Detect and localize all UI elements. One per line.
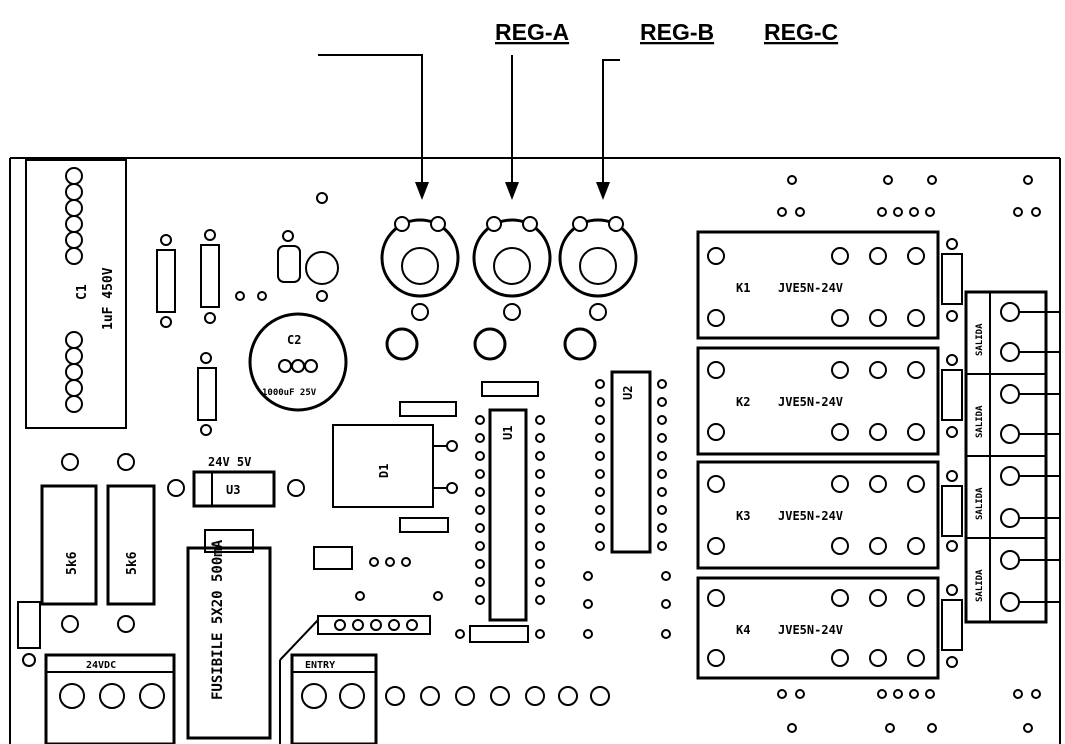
c2-value: 1000uF 25V	[262, 388, 317, 398]
c1-label: C1	[75, 284, 90, 300]
potentiometer-reg-a	[380, 216, 460, 361]
d1-regulator: D1	[332, 424, 458, 508]
relay-k3-label: K3	[736, 509, 750, 523]
c2-capacitor: C2 1000uF 25V	[197, 312, 348, 436]
reg-c-label: REG-C	[764, 19, 838, 45]
board-outline	[9, 157, 1061, 744]
u2-label: U2	[621, 386, 635, 400]
terminal-tag-4: SALIDA	[975, 569, 985, 602]
relay-k3-part: JVE5N-24V	[778, 509, 843, 523]
d1-label: D1	[377, 464, 391, 478]
c1-capacitor: C1 1uF 450V	[25, 159, 127, 429]
u1-ic: U1	[455, 408, 545, 643]
potentiometer-reg-c	[558, 216, 638, 361]
terminal-tag-1: SALIDA	[975, 323, 985, 356]
reg-b-label: REG-B	[640, 19, 714, 45]
relay-k3: K3 JVE5N-24V	[696, 460, 940, 570]
relay-k2-part: JVE5N-24V	[778, 395, 843, 409]
reg-a-label: REG-A	[495, 19, 569, 45]
pointer-arrows	[318, 54, 620, 200]
terminal-24vdc-label: 24VDC	[86, 660, 116, 671]
top-right-pads	[777, 175, 1041, 733]
r1-label: 5k6	[65, 551, 80, 575]
output-terminals: SALIDA SALIDA SALIDA SALIDA	[964, 290, 1060, 624]
relay-k4-label: K4	[736, 623, 750, 637]
terminal-entry-label: ENTRY	[305, 660, 335, 671]
fuse-holder: FUSIBILE 5X20 500mA	[186, 529, 272, 740]
c2-label: C2	[287, 333, 301, 347]
u3-label: U3	[226, 483, 240, 497]
relay-k1-part: JVE5N-24V	[778, 281, 843, 295]
relay-k2-label: K2	[736, 395, 750, 409]
resistors-5k6: 5k6 5k6	[17, 453, 156, 667]
fuse-label: FUSIBILE 5X20 500mA	[210, 539, 226, 700]
relay-k1-label: K1	[736, 281, 750, 295]
u3-regulator: 24V 5V U3	[167, 455, 305, 508]
relay-k4-part: JVE5N-24V	[778, 623, 843, 637]
c1-value: 1uF 450V	[101, 267, 116, 330]
relay-diodes	[941, 238, 963, 668]
header-strips	[279, 381, 539, 744]
d1-voltage-labels: 24V 5V	[208, 455, 251, 469]
terminal-tag-3: SALIDA	[975, 487, 985, 520]
r2-label: 5k6	[125, 551, 140, 575]
u1-label: U1	[501, 426, 515, 440]
relay-k1: K1 JVE5N-24V	[696, 230, 940, 340]
relay-k2: K2 JVE5N-24V	[696, 346, 940, 456]
u2-ic: U2	[583, 370, 671, 639]
potentiometer-reg-b	[472, 216, 552, 361]
relay-k4: K4 JVE5N-24V	[696, 576, 940, 680]
terminal-tag-2: SALIDA	[975, 405, 985, 438]
small-resistors	[156, 192, 339, 328]
terminal-entry: ENTRY	[290, 653, 378, 744]
bottom-pads	[385, 686, 610, 706]
terminal-24vdc: 24VDC	[44, 653, 176, 744]
